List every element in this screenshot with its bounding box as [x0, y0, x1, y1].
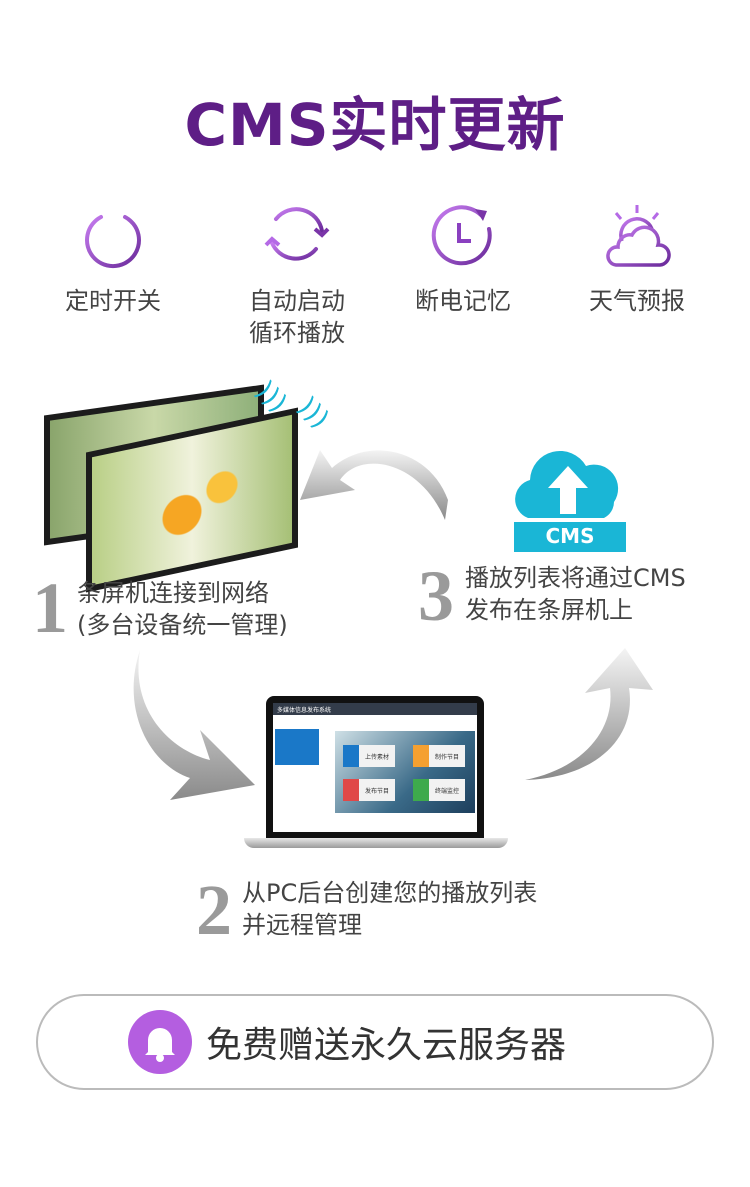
step-3-text: 播放列表将通过CMS 发布在条屏机上: [465, 562, 686, 626]
tile-label: 终端监控: [435, 787, 460, 795]
tile-label: 上传素材: [365, 753, 390, 761]
feature-label: 天气预报: [589, 287, 685, 315]
arrow-to-cloud: [525, 648, 653, 780]
wifi-icon: ))): [291, 391, 335, 435]
step-number: 2: [196, 870, 232, 950]
page-title: CMS实时更新: [184, 91, 566, 159]
step-number: 1: [32, 568, 68, 648]
feature-weather: 天气预报: [552, 205, 722, 317]
laptop-screen: 多媒体信息发布系统 上传素材 制作节目 发布节目 终端监控: [273, 703, 477, 832]
cloud-upload-icon: [514, 450, 626, 552]
feature-timer-switch: 定时开关: [28, 205, 198, 317]
arrow-to-laptop: [133, 650, 255, 800]
app-title: 多媒体信息发布系统: [273, 703, 477, 715]
bell-icon: [128, 1010, 192, 1074]
feature-auto-loop: 自动启动循环播放: [212, 205, 382, 349]
refresh-cycle-icon: [264, 207, 330, 261]
power-icon: [85, 207, 141, 268]
weather-icon: [606, 205, 671, 267]
feature-power-memory: 断电记忆: [378, 205, 548, 317]
tile-upload[interactable]: 上传素材: [343, 745, 395, 767]
laptop: 多媒体信息发布系统 上传素材 制作节目 发布节目 终端监控: [266, 696, 484, 838]
tile-create[interactable]: 制作节目: [413, 745, 465, 767]
feature-label: 循环播放: [249, 319, 345, 347]
step-1-text: 条屏机连接到网络 (多台设备统一管理): [77, 577, 288, 641]
free-server-banner: [36, 994, 714, 1090]
feature-label: 定时开关: [65, 287, 161, 315]
banner-text: 免费赠送永久云服务器: [206, 1025, 567, 1066]
sidebar-header: [275, 729, 319, 765]
feature-label: 断电记忆: [415, 287, 511, 315]
step-line: 从PC后台创建您的播放列表: [242, 879, 538, 907]
tile-label: 发布节目: [365, 787, 390, 795]
arrow-to-display: [300, 450, 448, 520]
clock-memory-icon: [431, 205, 492, 266]
step-number: 3: [418, 556, 454, 636]
dashboard-panel: 上传素材 制作节目 发布节目 终端监控: [335, 731, 475, 813]
tile-publish[interactable]: 发布节目: [343, 779, 395, 801]
laptop-base: [244, 838, 508, 848]
cms-label: CMS: [545, 524, 595, 548]
step-line: 并远程管理: [242, 911, 362, 939]
tile-monitor[interactable]: 终端监控: [413, 779, 465, 801]
tile-label: 制作节目: [435, 753, 460, 761]
step-line: (多台设备统一管理): [77, 611, 288, 639]
step-line: 发布在条屏机上: [465, 596, 633, 624]
step-line: 条屏机连接到网络: [77, 579, 269, 607]
feature-label: 自动启动: [249, 287, 345, 315]
step-line: 播放列表将通过CMS: [465, 564, 686, 592]
step-2-text: 从PC后台创建您的播放列表并远程管理: [242, 877, 537, 941]
